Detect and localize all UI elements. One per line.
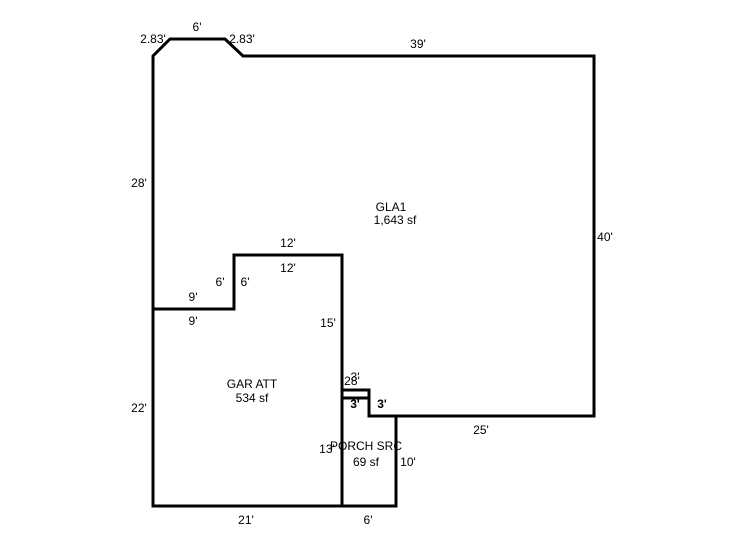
dim-top-right-bevel: 2.83' <box>229 32 255 46</box>
dim-gar-right: 15' <box>320 316 336 330</box>
dim-right: 40' <box>597 230 613 244</box>
dim-porch-notch-top-b: 28' <box>344 374 360 388</box>
dim-left-upper: 28' <box>131 176 147 190</box>
gla1-room-name: GLA1 <box>376 200 407 214</box>
dim-left-lower: 22' <box>131 401 147 415</box>
garage-room-area: 534 sf <box>236 391 269 405</box>
dim-gar-step-top-inner: 12' <box>280 261 296 275</box>
dim-porch-right: 10' <box>400 455 416 469</box>
dim-gar-step-top-outer: 12' <box>280 236 296 250</box>
garage-room-name: GAR ATT <box>227 377 278 391</box>
dim-gar-ledge-bottom: 9' <box>189 314 198 328</box>
dim-porch-notch-top-a: 3' <box>351 370 360 384</box>
dim-gar-step-left-outer: 6' <box>216 275 225 289</box>
dim-bottom-gar: 21' <box>238 513 254 527</box>
dim-porch-notch-side-a: 3' <box>350 397 360 411</box>
porch-room-name: PORCH SRC <box>330 439 402 453</box>
garage-outline <box>151 307 344 508</box>
dim-porch-notch-side-b: 3' <box>377 397 387 411</box>
dim-top-left-bevel: 2.83' <box>140 32 166 46</box>
porch-room-area: 69 sf <box>353 455 380 469</box>
dim-bottom-porch: 6' <box>364 513 373 527</box>
dim-gar-ledge-top: 9' <box>189 290 198 304</box>
dim-top-main: 39' <box>410 37 426 51</box>
dim-gar-step-left-inner: 6' <box>241 275 250 289</box>
gla1-room-area: 1,643 sf <box>374 213 417 227</box>
dim-bottom-right: 25' <box>473 423 489 437</box>
dim-porch-left: 13' <box>319 442 335 456</box>
dim-top-bump: 6' <box>193 20 202 34</box>
porch-outline <box>340 388 398 508</box>
gla1-outline <box>151 37 596 418</box>
